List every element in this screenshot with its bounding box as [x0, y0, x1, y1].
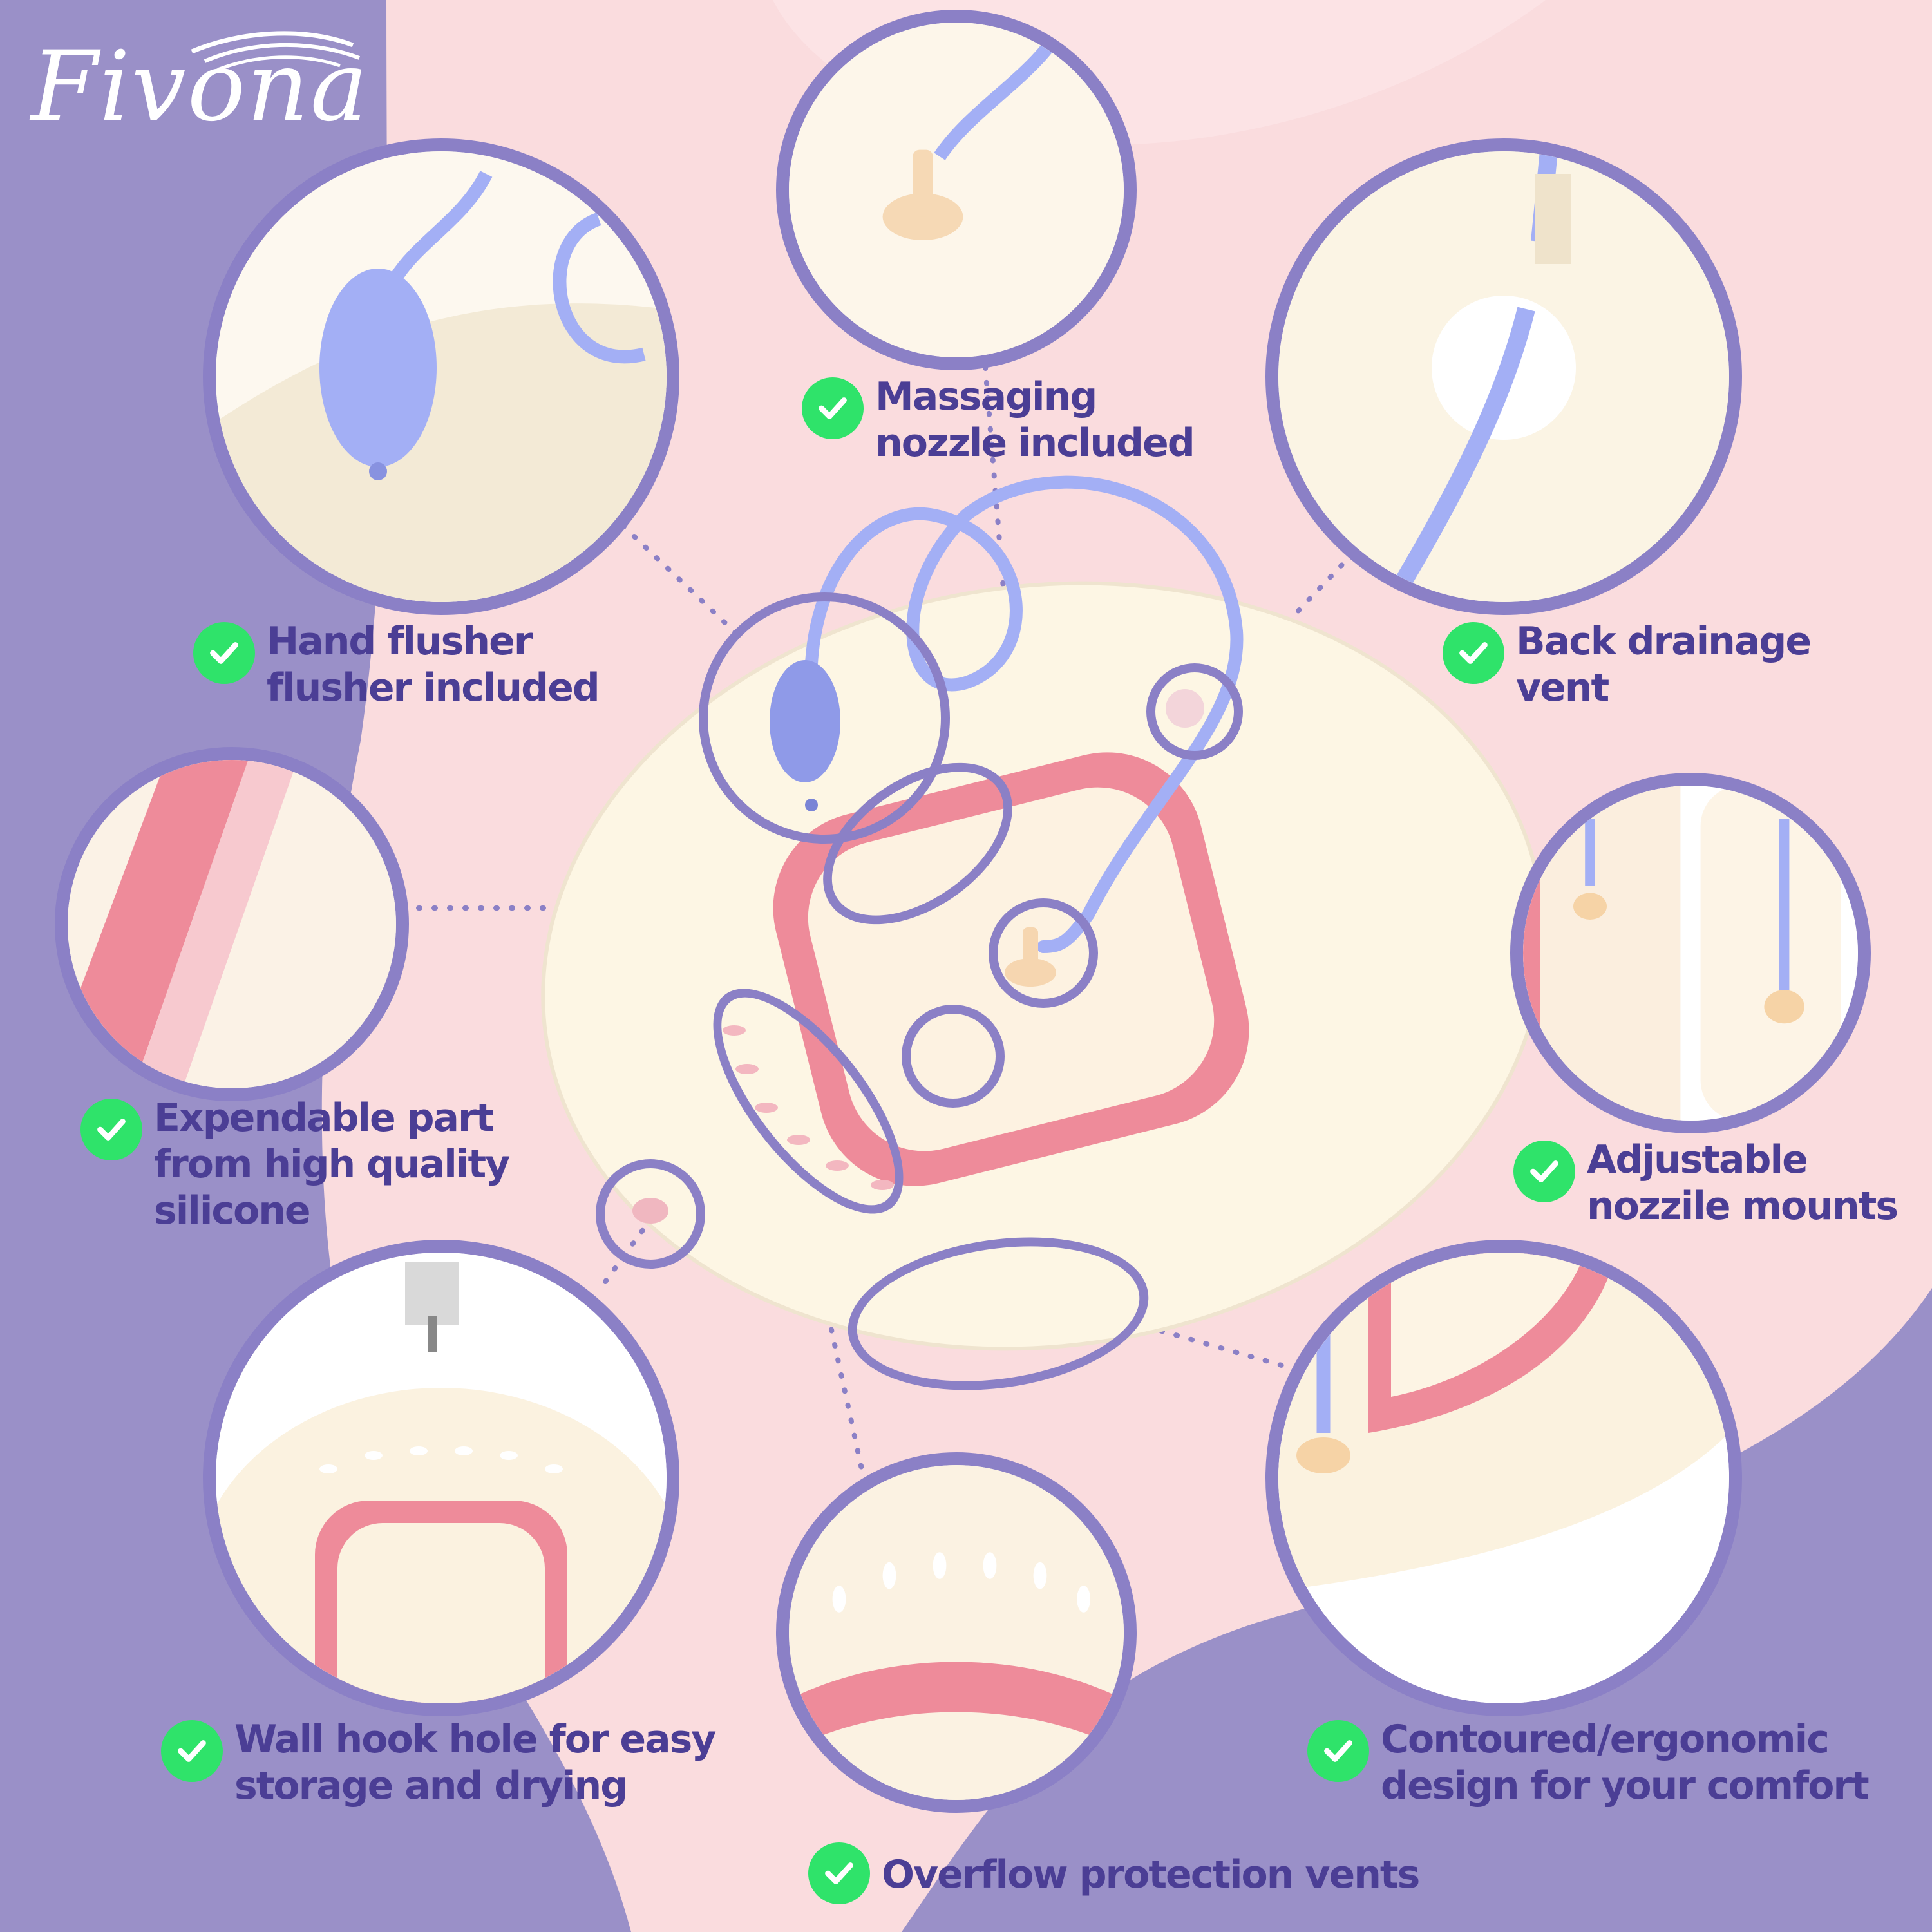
zoom-contoured-design — [1265, 1240, 1742, 1716]
drainage-outline — [1146, 663, 1243, 760]
feature-line: Adjustable — [1587, 1137, 1808, 1182]
zoom-wall-hook — [203, 1240, 679, 1716]
feature-line: nozzile mounts — [1587, 1184, 1899, 1229]
feature-line: Hand flusher — [267, 619, 533, 664]
feature-line: design for your comfort — [1381, 1763, 1870, 1808]
feature-line: vent — [1516, 665, 1609, 710]
zoom-massaging-nozzle — [776, 10, 1137, 370]
feature-line: Contoured/ergonomic — [1381, 1717, 1830, 1762]
feature-line: Overflow protection vents — [882, 1852, 1420, 1897]
feature-overflow-vents: Overflow protection vents — [808, 1839, 1420, 1904]
brand-logo: Fivona — [31, 26, 379, 155]
brand-name: Fivona — [31, 31, 370, 143]
zoom-overflow-vents — [776, 1452, 1137, 1813]
feature-line: Massaging — [875, 374, 1097, 419]
zoom-adjustable-mounts — [1510, 773, 1871, 1133]
feature-line: Wall hook hole for easy — [234, 1717, 716, 1762]
check-circle-icon — [193, 622, 255, 684]
zoom-hand-flusher — [203, 138, 679, 615]
feature-line: silicone — [154, 1188, 311, 1233]
check-circle-icon — [161, 1720, 223, 1782]
feature-line: Expendable part — [154, 1095, 494, 1141]
check-circle-icon — [802, 377, 864, 439]
feature-line: Back drainage — [1516, 619, 1812, 664]
check-circle-icon — [80, 1099, 142, 1160]
feature-line: flusher included — [267, 665, 600, 710]
check-circle-icon — [1443, 622, 1504, 684]
feature-line: from high quality — [154, 1142, 510, 1187]
zoom-silicone-part — [55, 747, 409, 1101]
feature-line: nozzle included — [875, 421, 1195, 466]
zoom-back-drainage — [1265, 138, 1742, 615]
logo-swoosh-icon — [191, 31, 361, 71]
nozzle-outline — [989, 898, 1098, 1008]
mount-outline — [902, 1005, 1005, 1108]
feature-line: storage and drying — [234, 1763, 628, 1808]
check-circle-icon — [1513, 1141, 1575, 1202]
check-circle-icon — [1307, 1720, 1369, 1782]
check-circle-icon — [808, 1842, 870, 1904]
